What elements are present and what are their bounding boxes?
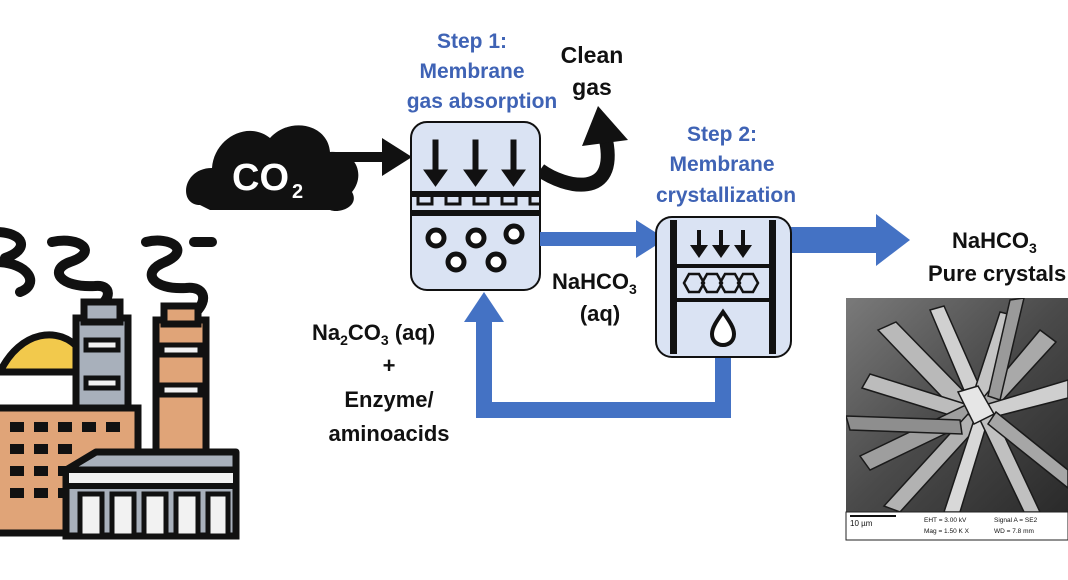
sem-scale: 10 µm [850,519,873,528]
vapor-flow-down-icon [690,230,752,258]
step1-absorption-module [410,121,541,291]
nahco3-transfer-arrow [540,220,666,258]
step1-line3: gas absorption [407,90,558,113]
nahco3-aq-sub: 3 [629,281,637,297]
step2-crystallization-module [655,216,792,358]
co2-cloud: CO 2 [186,125,359,212]
feed-co-sub: 3 [381,332,389,348]
product-sub: 3 [1029,240,1037,256]
nahco3-aq-label: NaHCO3 (aq) [552,269,637,326]
feed-co: CO [348,320,381,345]
svg-text:NaHCO3: NaHCO3 [952,228,1037,256]
svg-text:NaHCO3: NaHCO3 [552,269,637,297]
nahco3-aq-base: NaHCO [552,269,629,294]
smoke-plumes [0,227,217,317]
membrane-icon [411,191,540,216]
nahco3-aq-state: (aq) [580,301,620,326]
product-output-arrow [790,214,910,266]
grey-chimney [72,298,132,422]
factory-hall [62,448,240,540]
feed-na-sub: 2 [340,332,348,348]
clean-gas-line2: gas [572,74,612,100]
feed-plus: + [383,353,396,378]
water-droplet-icon [709,308,737,348]
step2-line3: crystallization [656,184,796,207]
clean-gas-label: Clean gas [561,42,624,100]
step2-line2: Membrane [669,153,774,176]
factory-illustration [0,227,240,540]
step2-label: Step 2: Membrane crystallization [656,123,796,207]
feed-na: Na [312,320,341,345]
sem-mag: Mag = 1.50 K X [924,528,970,535]
feed-solution-label: Na2CO3 (aq) + Enzyme/ aminoacids [312,320,450,446]
factory-arch [0,331,84,376]
co2-feed-arrow [326,138,412,176]
hexagon-membrane-icon [677,264,769,302]
co2-subscript: 2 [292,181,303,203]
sem-signal: Signal A = SE2 [994,517,1038,524]
step1-line2: Membrane [419,60,524,83]
sem-eht: EHT = 3.00 kV [924,517,967,524]
sem-micrograph: 10 µm EHT = 3.00 kV Mag = 1.50 K X Signa… [845,298,1068,541]
svg-text:Na2CO3 (aq): Na2CO3 (aq) [312,320,435,348]
brown-chimney [152,302,210,464]
clean-gas-line1: Clean [561,42,624,68]
feed-state: (aq) [389,320,435,345]
sem-wd: WD = 7.8 mm [994,528,1034,535]
recycle-loop-arrow [464,292,731,418]
product-label: NaHCO3 Pure crystals [928,228,1066,286]
gas-flow-down-icon [423,139,526,187]
step1-label: Step 1: Membrane gas absorption [407,30,558,113]
feed-aminoacids: aminoacids [328,421,449,446]
absorbent-bubbles-icon [425,223,525,273]
clean-gas-arrow [535,106,628,192]
product-base: NaHCO [952,228,1029,253]
crystal-needles [846,298,1068,512]
product-line2: Pure crystals [928,261,1066,286]
step2-title: Step 2: [687,123,757,146]
co2-label: CO [232,157,289,199]
step1-title: Step 1: [437,30,507,53]
feed-enzyme: Enzyme/ [344,387,433,412]
